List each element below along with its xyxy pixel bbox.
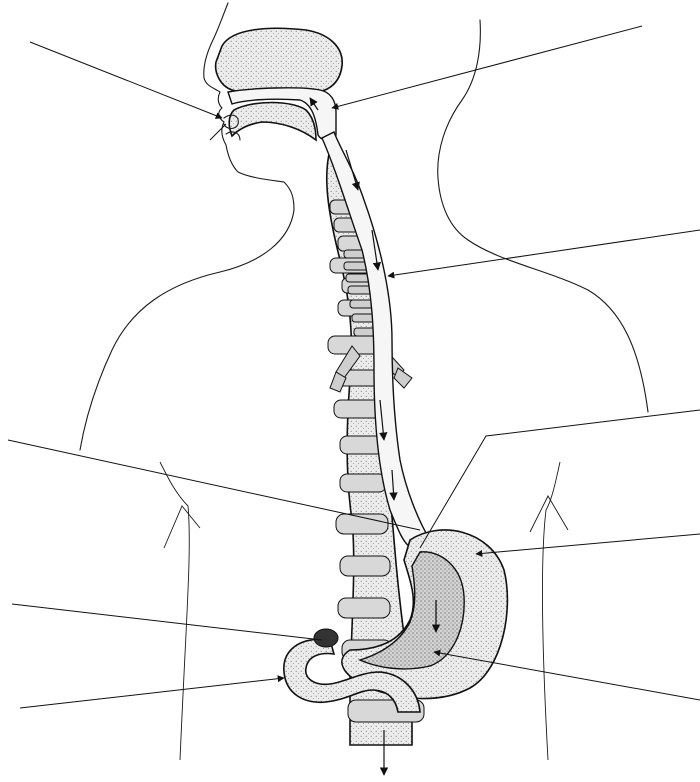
nasal-palate (216, 28, 343, 140)
leader-mouth-tick (210, 124, 226, 140)
right-rib-chevron (530, 496, 568, 532)
leader-pylorus (12, 604, 322, 640)
left-rib-line (160, 462, 189, 760)
leader-duodenum (20, 678, 284, 708)
leader-mouth (30, 42, 222, 118)
pylorus (314, 629, 338, 647)
nasal-cavity (216, 28, 343, 95)
left-shoulder (80, 210, 294, 450)
leader-esophagus (388, 230, 700, 276)
right-shoulder (468, 240, 648, 412)
leader-pharynx (332, 26, 642, 108)
neck-back (438, 20, 481, 240)
leader-cardiac-sphincter (420, 410, 700, 548)
leader-stomach (476, 534, 700, 554)
left-rib-chevron (164, 506, 200, 548)
tongue (229, 103, 316, 141)
right-rib-line (542, 462, 560, 760)
